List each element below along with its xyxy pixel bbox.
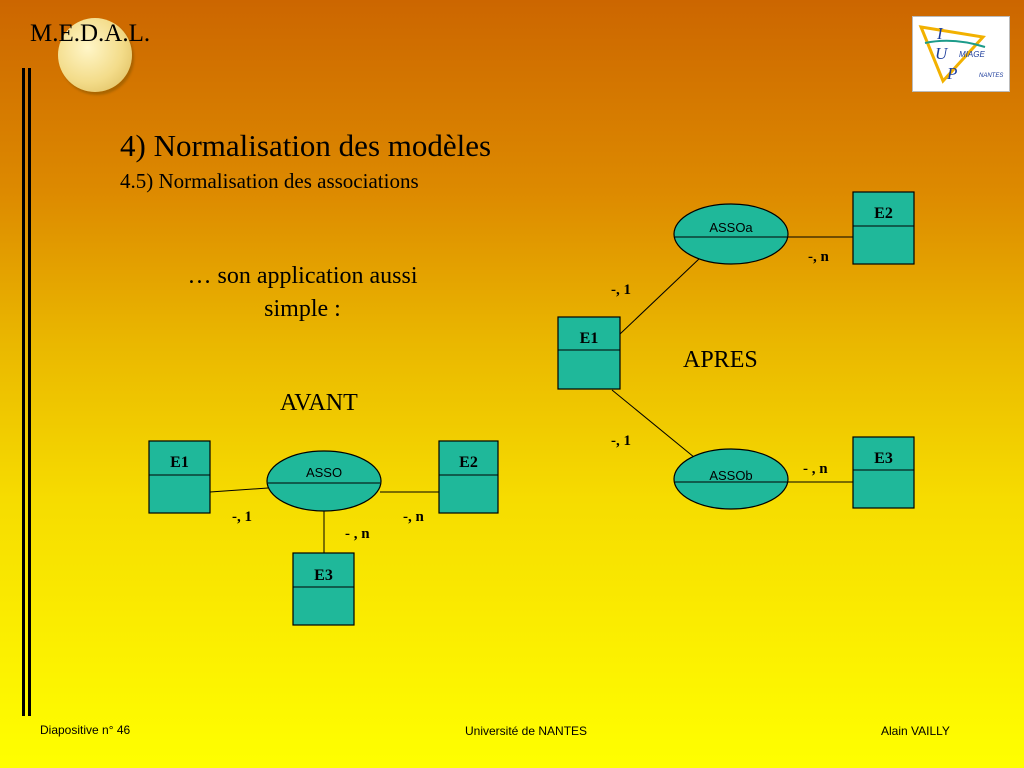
avant-entity-e2[interactable]: E2 (438, 440, 499, 514)
avant-label: AVANT (280, 390, 358, 416)
apres-association-a-label: ASSOa (709, 220, 753, 235)
medal-icon (58, 18, 132, 92)
avant-entity-e1[interactable]: E1 (148, 440, 211, 514)
apres-card-e1-a: -, 1 (611, 282, 631, 298)
logo-letter-u: U (935, 44, 949, 63)
footer-university: Université de NANTES (465, 724, 588, 738)
apres-entity-e3[interactable]: E3 (852, 436, 915, 509)
apres-entity-e1[interactable]: E1 (557, 316, 621, 390)
apres-card-e2-a: -, n (808, 249, 829, 265)
apres-edge-e1-assoa (619, 257, 701, 335)
apres-label: APRES (683, 347, 758, 373)
logo-miage-text: MIAGE (959, 50, 985, 59)
avant-entity-e3[interactable]: E3 (292, 552, 355, 626)
avant-edge-e1-asso (209, 487, 269, 493)
brand-title: M.E.D.A.L. (30, 20, 151, 47)
apres-association-assob[interactable]: ASSOb (673, 448, 789, 510)
footer-author: Alain VAILLY (881, 724, 950, 738)
avant-association-label: ASSO (306, 465, 342, 480)
avant-entity-e1-label: E1 (170, 454, 189, 471)
left-rule (22, 68, 31, 716)
apres-association-assoa[interactable]: ASSOa (673, 203, 789, 265)
apres-card-e3-b: - , n (803, 461, 828, 477)
avant-association-asso[interactable]: ASSO (266, 450, 382, 512)
logo-letter-i: I (936, 24, 944, 43)
avant-card-e3: - , n (345, 526, 370, 542)
apres-entity-e2-label: E2 (874, 205, 893, 222)
apres-association-b-label: ASSOb (709, 468, 752, 483)
avant-entity-e3-label: E3 (314, 567, 333, 584)
logo-letter-p: P (946, 64, 957, 83)
slide-subtitle: 4.5) Normalisation des associations (120, 169, 419, 193)
slide-title: 4) Normalisation des modèles (120, 128, 492, 163)
iup-miage-logo: I U P MIAGE NANTES (912, 16, 1010, 92)
avant-card-e2: -, n (403, 509, 424, 525)
apres-entity-e2[interactable]: E2 (852, 191, 915, 265)
apres-card-e1-b: -, 1 (611, 433, 631, 449)
apres-entity-e1-label: E1 (580, 330, 599, 347)
footer-slide-number: Diapositive n° 46 (40, 723, 131, 737)
intro-text: … son application aussi simple : (187, 263, 418, 322)
avant-entity-e2-label: E2 (459, 454, 478, 471)
apres-edge-e1-assob (611, 389, 701, 463)
logo-nantes-text: NANTES (979, 73, 1003, 79)
apres-entity-e3-label: E3 (874, 450, 893, 467)
avant-card-e1: -, 1 (232, 509, 252, 525)
logo-graphic: I U P MIAGE NANTES (918, 24, 1003, 84)
